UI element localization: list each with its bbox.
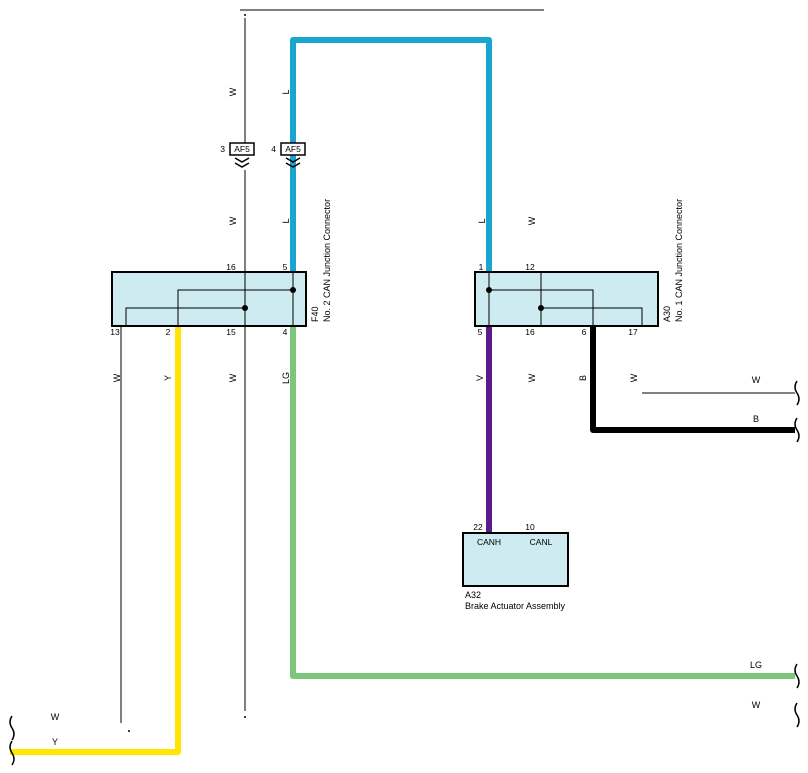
break-symbol-y-left (9, 740, 15, 766)
a32-signal-canl: CANL (530, 537, 553, 547)
wire-l-can-main (290, 37, 492, 275)
af5-connector-w: AF5 3 (220, 142, 255, 168)
af5-connector-l: AF5 4 (271, 142, 306, 168)
af5-pin-4: 4 (271, 144, 276, 154)
label-w-10: W (51, 712, 60, 722)
a30-pin-1: 1 (479, 262, 484, 272)
label-b-2: B (753, 414, 759, 424)
f40-pin-15: 15 (226, 327, 236, 337)
f40-pin-2: 2 (166, 327, 171, 337)
a30-name: No. 1 CAN Junction Connector (674, 199, 684, 322)
label-w-4: W (112, 373, 122, 382)
wire-b-a30-6 (590, 326, 795, 433)
f40-id: F40 (310, 306, 320, 322)
wire-end-dot (128, 730, 130, 732)
label-w-8: W (752, 375, 761, 385)
label-w-9: W (752, 700, 761, 710)
label-w-2: W (228, 216, 238, 225)
label-y-1: Y (163, 375, 173, 381)
label-w-7: W (629, 373, 639, 382)
label-v-1: V (475, 375, 485, 381)
connector-a30: 1 12 5 16 6 17 A30 No. 1 CAN Junction Co… (474, 199, 684, 337)
label-l-2: L (281, 218, 291, 223)
f40-name: No. 2 CAN Junction Connector (322, 199, 332, 322)
f40-pin-16: 16 (226, 262, 236, 272)
wire-y-f40-2 (10, 326, 181, 755)
break-symbol-lg-right (794, 663, 800, 689)
a30-pin-5: 5 (478, 327, 483, 337)
break-symbols (9, 380, 800, 766)
label-lg-2: LG (750, 660, 762, 670)
f40-pin-5: 5 (283, 262, 288, 272)
a30-pin-16: 16 (525, 327, 535, 337)
break-symbol-w-right-2 (794, 702, 800, 728)
label-w-5: W (228, 373, 238, 382)
a32-pin-10: 10 (525, 522, 535, 532)
connector-a32: 22 10 CANH CANL A32 Brake Actuator Assem… (462, 522, 569, 611)
break-symbol-w-left (9, 715, 15, 741)
label-w-3: W (527, 216, 537, 225)
af5-label-l: AF5 (285, 144, 301, 154)
label-b-1: B (578, 375, 588, 381)
label-l-3: L (477, 218, 487, 223)
wire-end-dot (244, 716, 246, 718)
label-y-2: Y (52, 737, 58, 747)
wire-end-dot (244, 14, 246, 16)
wire-labels: W L W L L W W Y W LG V W B W W B LG W W … (51, 87, 762, 747)
break-symbol-w-right-1 (794, 380, 800, 406)
wire-lg-f40-4 (290, 326, 795, 679)
a30-pin-12: 12 (525, 262, 535, 272)
f40-pin-13: 13 (110, 327, 120, 337)
a32-id: A32 (465, 590, 481, 600)
a32-name: Brake Actuator Assembly (465, 601, 566, 611)
a30-pin-6: 6 (582, 327, 587, 337)
af5-label-w: AF5 (234, 144, 250, 154)
connector-f40: 16 5 13 2 15 4 F40 No. 2 CAN Junction Co… (110, 199, 332, 337)
f40-pin-4: 4 (283, 327, 288, 337)
a30-pin-17: 17 (628, 327, 638, 337)
label-lg-1: LG (281, 372, 291, 384)
a30-id: A30 (662, 306, 672, 322)
label-w-1: W (228, 87, 238, 96)
a32-signal-canh: CANH (477, 537, 501, 547)
a32-pin-22: 22 (473, 522, 483, 532)
label-l-1: L (281, 89, 291, 94)
break-symbol-b-right (794, 417, 800, 443)
label-w-6: W (527, 373, 537, 382)
af5-pin-3: 3 (220, 144, 225, 154)
